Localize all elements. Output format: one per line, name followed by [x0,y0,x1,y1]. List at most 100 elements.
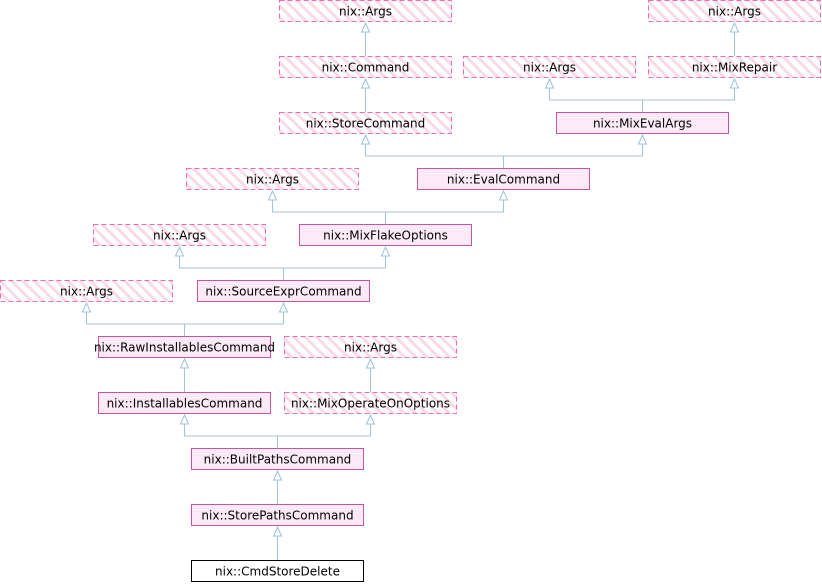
class-node-builtpathscommand[interactable]: nix::BuiltPathsCommand [191,448,364,470]
inheritance-edge [283,245,391,280]
edge-arrowhead [81,301,92,313]
class-node-command[interactable]: nix::Command [279,56,452,78]
edge-arrowhead [360,21,371,33]
class-label: nix::MixOperateOnOptions [291,397,450,411]
class-label: nix::RawInstallablesCommand [94,341,275,355]
edge-line [184,311,284,336]
class-node-args3[interactable]: nix::Args [463,56,636,78]
class-node-args6[interactable]: nix::Args [0,280,173,302]
class-label: nix::Args [344,341,397,355]
edge-line [179,255,284,280]
class-box [98,336,271,358]
edge-line [503,143,643,168]
edge-line [365,143,504,168]
class-box [284,336,457,358]
class-node-args5[interactable]: nix::Args [93,224,266,246]
class-label: nix::MixFlakeOptions [323,229,448,243]
class-node-args7[interactable]: nix::Args [284,336,457,358]
class-label: nix::Args [339,5,392,19]
edge-arrowhead [360,133,371,145]
class-box [279,0,452,22]
class-node-args4[interactable]: nix::Args [186,168,359,190]
class-node-installablescommand[interactable]: nix::InstallablesCommand [98,392,271,414]
class-node-args1[interactable]: nix::Args [279,0,452,22]
inheritance-edge [179,357,190,392]
edge-line [184,423,278,448]
class-node-sourceexprcommand[interactable]: nix::SourceExprCommand [197,280,370,302]
class-node-mixrepair[interactable]: nix::MixRepair [648,56,821,78]
edge-arrowhead [544,77,555,89]
inheritance-edge [81,301,185,336]
edge-line [385,199,504,224]
inheritance-edge [503,133,648,168]
class-box [197,280,370,302]
class-box [556,112,729,134]
edge-arrowhead [179,413,190,425]
class-box [186,168,359,190]
class-label: nix::BuiltPathsCommand [204,453,352,467]
edge-arrowhead [365,413,376,425]
class-node-mixflakeoptions[interactable]: nix::MixFlakeOptions [299,224,472,246]
class-box [93,224,266,246]
class-label: nix::EvalCommand [447,173,560,187]
class-label: nix::Args [246,173,299,187]
edge-arrowhead [380,245,391,257]
edge-arrowhead [267,189,278,201]
class-label: nix::Command [322,61,410,75]
inheritance-edge [544,77,643,112]
inheritance-edge [729,21,740,56]
inheritance-edge [642,77,740,112]
class-label: nix::Args [153,229,206,243]
class-box [648,56,821,78]
edge-arrowhead [729,21,740,33]
edge-line [549,87,643,112]
class-node-storepathscommand[interactable]: nix::StorePathsCommand [191,504,364,526]
edge-line [86,311,185,336]
inheritance-edge [267,189,386,224]
class-box [191,448,364,470]
edge-arrowhead [365,357,376,369]
class-box [279,56,452,78]
inheritance-edge [360,21,371,56]
inheritance-edge [272,525,283,560]
class-node-args2[interactable]: nix::Args [648,0,821,22]
class-box [463,56,636,78]
class-node-rawinstallablescommand[interactable]: nix::RawInstallablesCommand [94,336,275,358]
class-box [191,560,364,582]
edge-line [642,87,735,112]
class-node-mixoperateonoptions[interactable]: nix::MixOperateOnOptions [284,392,457,414]
edge-arrowhead [272,469,283,481]
class-label: nix::Args [708,5,761,19]
class-label: nix::Args [523,61,576,75]
class-box [191,504,364,526]
inheritance-edge [184,301,289,336]
inheritance-edge [277,413,376,448]
class-box [98,392,271,414]
class-node-evalcommand[interactable]: nix::EvalCommand [417,168,590,190]
class-label: nix::CmdStoreDelete [215,565,340,579]
edges-layer [81,21,740,560]
edge-line [272,199,386,224]
inheritance-edge [272,469,283,504]
class-box [279,112,452,134]
edge-arrowhead [498,189,509,201]
class-label: nix::SourceExprCommand [205,285,361,299]
class-label: nix::StorePathsCommand [201,509,353,523]
class-node-storecommand[interactable]: nix::StoreCommand [279,112,452,134]
edge-line [283,255,386,280]
inheritance-edge [360,133,504,168]
inheritance-edge [179,413,278,448]
inheritance-edge [365,357,376,392]
inheritance-edge [385,189,509,224]
edge-arrowhead [179,357,190,369]
edge-arrowhead [729,77,740,89]
edge-arrowhead [272,525,283,537]
class-box [648,0,821,22]
edge-arrowhead [174,245,185,257]
class-box [0,280,173,302]
class-box [417,168,590,190]
class-node-mixevalargs[interactable]: nix::MixEvalArgs [556,112,729,134]
class-node-cmdstoredelete[interactable]: nix::CmdStoreDelete [191,560,364,582]
